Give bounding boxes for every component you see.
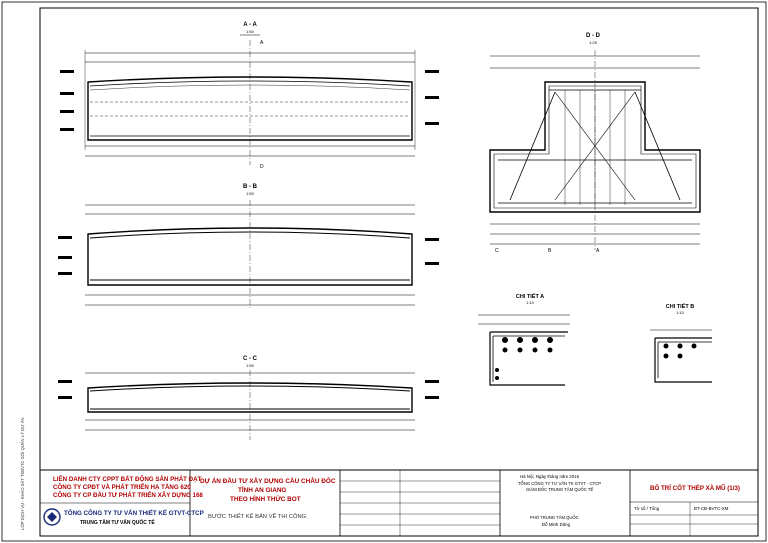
inner-frame bbox=[39, 7, 759, 537]
section-bb: B - B 1:50 bbox=[58, 184, 439, 310]
detail-b: CHI TIẾT B 1:10 bbox=[650, 303, 712, 383]
approval-org-2: GIÁM ĐỐC TRUNG TÂM QUỐC TẾ bbox=[526, 487, 594, 492]
sheet-label: Tờ số / Tổng bbox=[634, 506, 660, 511]
mark-a-top: A bbox=[260, 40, 264, 46]
owner-line-2: CÔNG TY CPĐT VÀ PHÁT TRIỂN HẠ TẦNG 620 bbox=[53, 484, 191, 491]
detail-a-scale: 1:10 bbox=[526, 300, 535, 305]
project-line-3: THEO HÌNH THỨC BOT bbox=[230, 496, 301, 503]
section-cc-title: C - C bbox=[243, 356, 258, 362]
consultant-unit: TRUNG TÂM TƯ VẤN QUỐC TẾ bbox=[80, 520, 155, 526]
section-cc: C - C 1:50 bbox=[58, 356, 439, 440]
mark-d-bottom: D bbox=[260, 164, 264, 170]
side-note: LỚP DỊCH VỤ - KHẢO SÁT TKBVTC GÓI QUẢN L… bbox=[20, 417, 25, 530]
section-cc-scale: 1:50 bbox=[246, 363, 255, 368]
section-aa: A - A 1:50 A D bbox=[60, 22, 439, 170]
section-aa-title: A - A bbox=[243, 22, 257, 28]
owner-line-1: LIÊN DANH CTY CPPT BẤT ĐỘNG SẢN PHÁT ĐẠT bbox=[53, 476, 202, 483]
approval-name: Đỗ Minh Dũng bbox=[542, 522, 571, 527]
approval-city: Hà Nội, Ngày tháng năm 2016 bbox=[520, 474, 580, 479]
drawing-title: BỐ TRÍ CỐT THÉP XÀ MŨ (1/3) bbox=[650, 485, 740, 492]
section-dd: D - D 1:25 C B A bbox=[489, 33, 701, 254]
consultant-name: TỔNG CÔNG TY TƯ VẤN THIẾT KẾ GTVT-CTCP bbox=[64, 510, 204, 517]
mark-a-dd: A bbox=[596, 248, 600, 254]
sheet-code: BT-CĐ-BVTC-XM bbox=[694, 506, 729, 511]
owner-line-3: CÔNG TY CP ĐẦU TƯ PHÁT TRIỂN XÂY DỰNG 16… bbox=[53, 492, 203, 499]
section-bb-title: B - B bbox=[243, 184, 258, 190]
detail-b-title: CHI TIẾT B bbox=[666, 303, 694, 310]
section-bb-scale: 1:50 bbox=[246, 191, 255, 196]
mark-b-dd: B bbox=[548, 248, 552, 254]
approval-org-1: TỔNG CÔNG TY TƯ VẤN TK GTVT - CTCP bbox=[518, 481, 601, 486]
section-dd-title: D - D bbox=[586, 33, 601, 39]
titleblock-grid bbox=[40, 469, 758, 536]
detail-b-scale: 1:10 bbox=[676, 310, 685, 315]
detail-a-title: CHI TIẾT A bbox=[516, 293, 544, 300]
project-line-2: TỈNH AN GIANG bbox=[238, 487, 287, 494]
project-line-1: DỰ ÁN ĐẦU TƯ XÂY DỰNG CẦU CHÂU ĐỐC bbox=[200, 478, 336, 485]
mark-c-dd: C bbox=[495, 248, 499, 254]
approval-role: PHÓ TRUNG TÂM QUỐC bbox=[530, 515, 579, 520]
section-dd-scale: 1:25 bbox=[589, 40, 598, 45]
detail-a: CHI TIẾT A 1:10 bbox=[478, 293, 570, 386]
design-stage: BƯỚC THIẾT KẾ BẢN VẼ THI CÔNG bbox=[208, 514, 307, 520]
section-aa-scale: 1:50 bbox=[246, 29, 255, 34]
